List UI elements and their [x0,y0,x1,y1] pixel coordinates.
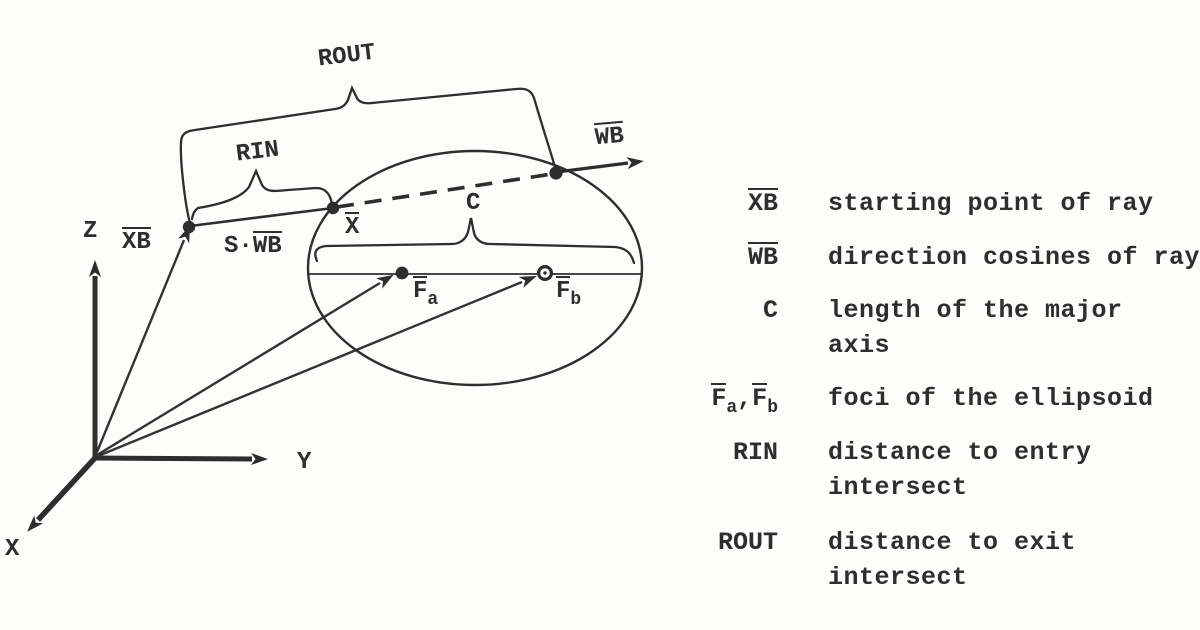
focus-b-center-dot [543,271,547,275]
legend-definition-line: distance to exit [828,528,1077,557]
legend-definition: foci of the ellipsoid [828,381,1154,416]
xb-vector-label: XB [122,227,151,255]
exit-intersect-dot [549,166,563,180]
rout-brace [179,85,557,225]
legend-definition-line: length of the major [828,296,1123,325]
key-points [182,166,563,282]
ray-dashed-chord [336,172,553,209]
fb-vector-arrow [97,275,537,458]
legend-definition: starting point of ray [828,186,1154,221]
legend-symbol-separator: , [737,384,753,413]
z-axis-label: Z [83,218,98,245]
rin-brace [190,168,334,221]
c-brace-label: C [466,190,481,217]
y-axis-label: Y [297,449,312,476]
legend-definition-line: starting point of ray [828,189,1154,218]
legend-definition: distance to exit intersect [828,525,1076,595]
legend-symbol-xb: XB [747,188,778,218]
x-axis-arrow [27,456,98,532]
legend-symbol: RIN [698,435,778,470]
x-intersect-label: X [345,212,360,241]
legend-definition-line: intersect [828,473,968,502]
fa-vector-arrow [96,274,394,457]
focus-b-label: Fb [556,276,581,309]
legend-symbol-fa: F [711,383,727,413]
s-wb-label: S·WB [224,231,282,259]
legend-symbol: ROUT [698,525,778,560]
focus-b-text: F [556,276,571,305]
legend-definition: direction cosines of ray [828,240,1200,275]
focus-a-sub: a [427,290,439,310]
legend-definition: length of the major axis [828,293,1123,363]
s-wb-prefix-text: S· [224,233,253,260]
coordinate-axes [27,260,268,532]
legend-definition-line: distance to entry [828,438,1092,467]
wb-ray-arrow [556,157,644,174]
legend-definition-line: direction cosines of ray [828,243,1200,272]
x-intersect-text: X [345,212,360,241]
legend-definition-line: foci of the ellipsoid [828,384,1154,413]
legend-definition: distance to entry intersect [828,435,1092,505]
focus-a-text: F [413,276,428,305]
legend-symbol-fb-sub: b [767,398,778,418]
xb-point-dot [182,220,196,234]
s-wb-text: WB [252,231,282,260]
focus-a-dot [395,266,409,280]
focus-a-label: Fa [413,276,438,309]
y-axis-arrow [94,452,268,465]
legend-symbol-wb: WB [747,242,778,272]
legend-symbol-fb: F [752,383,768,413]
legend-symbol: Fa,Fb [698,381,778,418]
legend-symbol: XB [698,186,778,221]
dimension-braces [179,85,636,265]
legend-symbol-rout: ROUT [717,528,778,557]
entry-intersect-dot [326,201,340,215]
legend-symbol-fa-sub: a [726,398,738,418]
ellipsoid-outline [306,149,644,387]
focus-b-sub: b [570,290,582,310]
legend-definition-line: axis [828,331,891,360]
legend-symbol: WB [698,240,778,275]
position-vectors [95,225,537,458]
xb-vector-text: XB [122,227,151,256]
ray-segment-s-wb [189,206,334,228]
c-brace [314,217,636,265]
legend-symbol-rin: RIN [732,438,778,467]
legend-definition-line: intersect [828,563,968,592]
legend-symbol: C [698,293,778,328]
x-axis-label: X [5,536,20,563]
xb-vector-arrow [95,225,191,453]
legend-symbol-c: C [762,296,778,325]
ray-path [189,157,644,228]
